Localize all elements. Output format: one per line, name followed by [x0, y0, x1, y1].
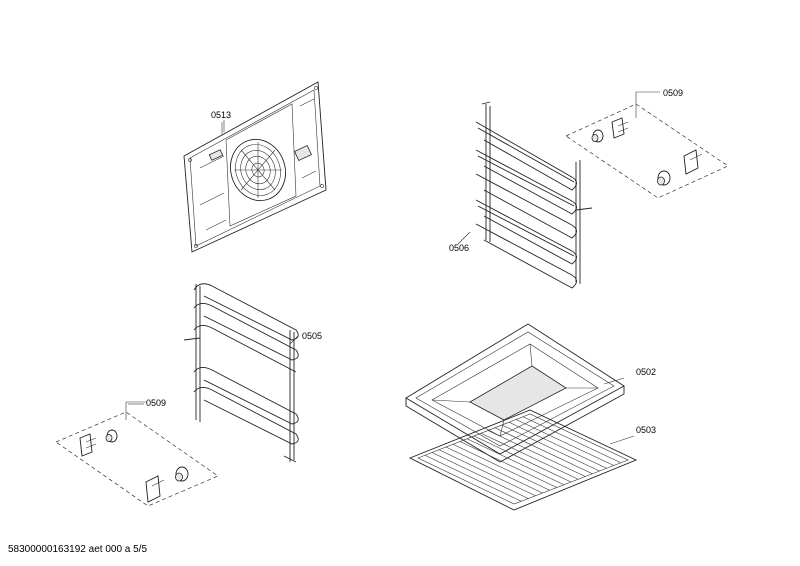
clip-knob-icon — [175, 466, 189, 482]
clips-bottom-group — [55, 401, 219, 507]
right-side-rack — [475, 101, 593, 289]
rack-bar — [480, 432, 579, 480]
part-label-right-rack: 0506 — [449, 243, 470, 253]
rack-bar — [508, 421, 607, 469]
part-label-left-rack: 0505 — [302, 331, 323, 341]
rack-bar — [515, 419, 614, 466]
clip-knob-icon — [657, 170, 671, 186]
baking-tray — [405, 323, 625, 463]
leader-lines — [128, 120, 635, 445]
part-label-back-panel: 0513 — [211, 110, 232, 120]
rack-bar — [494, 427, 593, 475]
rack-bar — [487, 430, 586, 477]
clip-hook-icon — [145, 475, 165, 503]
rack-bar — [459, 441, 557, 488]
clip-hook-icon — [611, 117, 629, 139]
part-label-wire-rack: 0503 — [636, 425, 657, 435]
clip-knob-icon — [105, 429, 118, 443]
rack-bar — [431, 452, 529, 499]
clip-hook-icon — [79, 433, 97, 457]
document-code: 58300000163192 aet 000 a 5/5 — [8, 544, 148, 555]
clips-top-group — [565, 91, 729, 199]
rack-bar — [438, 449, 536, 497]
rack-bar — [473, 435, 572, 483]
clip-hook-icon — [683, 149, 703, 175]
part-label-baking-tray: 0502 — [636, 367, 657, 377]
back-panel-with-fan — [183, 81, 327, 253]
part-label-top-clips: 0509 — [663, 88, 684, 98]
part-label-bottom-clips: 0509 — [146, 398, 167, 408]
rack-bar — [452, 443, 550, 491]
rack-bar — [445, 446, 543, 494]
rack-bar — [501, 424, 600, 472]
clip-knob-icon — [591, 129, 604, 143]
rack-bar — [466, 438, 565, 486]
rack-bar — [522, 416, 622, 464]
left-side-rack — [183, 283, 299, 463]
wire-rack — [408, 409, 638, 511]
rack-bar — [424, 454, 522, 502]
